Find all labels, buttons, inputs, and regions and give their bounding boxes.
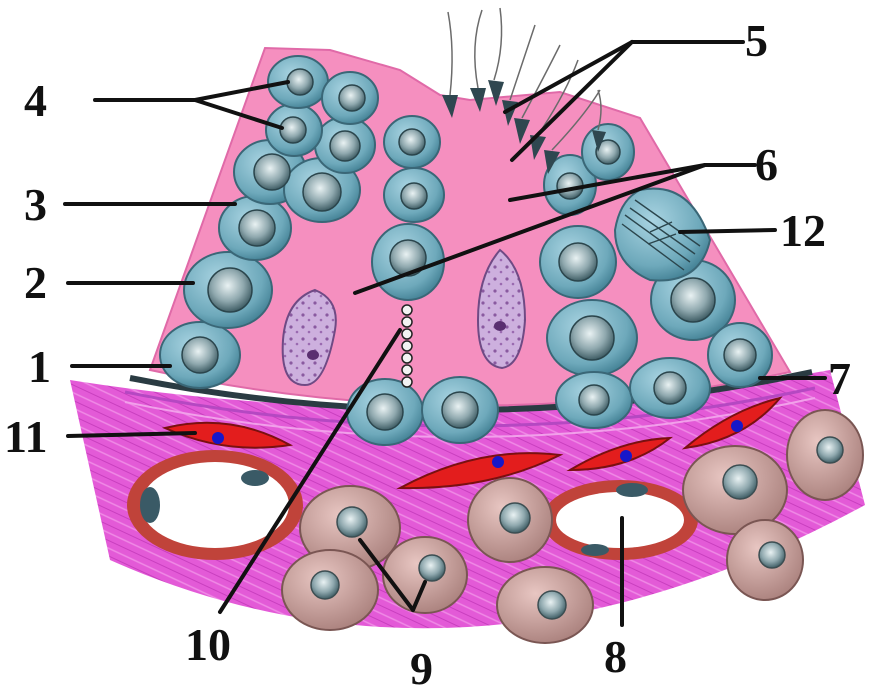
label-7: 7 bbox=[828, 353, 851, 404]
label-1: 1 bbox=[28, 341, 51, 392]
sertoli-nucleolus bbox=[307, 350, 319, 360]
label-8: 8 bbox=[604, 631, 627, 682]
label-11: 11 bbox=[4, 411, 47, 462]
label-5: 5 bbox=[745, 15, 768, 66]
dividing-spermatocyte bbox=[615, 189, 710, 281]
label-9: 9 bbox=[410, 643, 433, 692]
label-2: 2 bbox=[24, 257, 47, 308]
sertoli-nucleolus bbox=[494, 321, 506, 331]
label-4: 4 bbox=[24, 75, 47, 126]
label-3: 3 bbox=[24, 179, 47, 230]
label-12: 12 bbox=[780, 205, 826, 256]
label-10: 10 bbox=[185, 619, 231, 670]
label-6: 6 bbox=[755, 139, 778, 190]
